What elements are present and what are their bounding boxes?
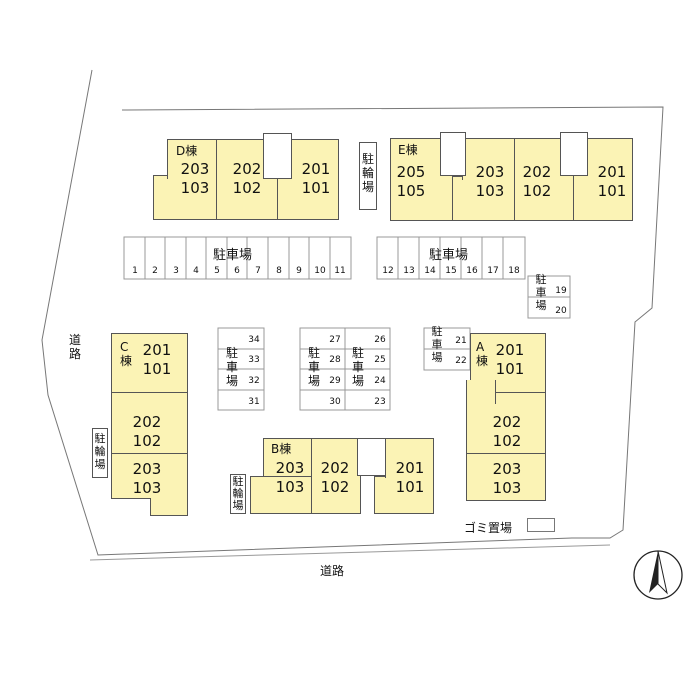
parking-space-number: 27 [329,335,341,345]
parking-space-number: 12 [382,266,394,276]
stair [560,132,588,176]
parking-space-number: 29 [329,376,341,386]
parking-space-number: 15 [445,266,457,276]
building-b-unit[interactable] [250,476,312,514]
parking-space-number: 24 [374,376,386,386]
parking-space-number: 30 [329,397,341,407]
parking-space-number: 18 [508,266,520,276]
parking-space-number: 11 [334,266,346,276]
north-arrow-icon [649,551,658,593]
building-a-unit[interactable] [470,333,546,393]
garbage-area [527,518,555,532]
parking-space-number: 4 [193,266,199,276]
building-a-unit[interactable] [466,453,546,501]
parking-label: 駐車場 [213,248,253,263]
parking-space-number: 10 [314,266,326,276]
building-a-label: A 棟 [476,340,489,368]
bicycle-parking [230,474,246,514]
building-e-label: E棟 [398,143,418,157]
parking-label: 駐車場 [535,273,547,312]
parking-space-number: 19 [555,286,567,296]
stair [440,132,466,176]
building-b-unit[interactable] [311,438,361,514]
road-label-west: 道路 [68,333,81,361]
parking-space-number: 26 [374,335,386,345]
parking-space-number: 21 [455,336,467,346]
bicycle-parking-label: 駐輪場 [94,432,106,471]
parking-space-number: 14 [424,266,436,276]
road-edge [89,544,611,561]
parking-space-number: 34 [248,335,260,345]
parking-space-number: 8 [276,266,282,276]
parking-label: 駐車場 [431,325,443,364]
parking-space-number: 16 [466,266,478,276]
road-label-south: 道路 [320,564,345,578]
parking-label: 駐車場 [429,248,469,263]
bicycle-parking-label: 駐輪場 [232,475,244,512]
site-boundary [41,69,664,556]
parking-space-number: 7 [255,266,261,276]
parking-space-number: 23 [374,397,386,407]
parking-label: 駐車場 [225,346,238,388]
parking-space-number: 13 [403,266,415,276]
parking-space-number: 2 [152,266,158,276]
parking-space-number: 6 [234,266,240,276]
parking-space-number: 1 [132,266,138,276]
bicycle-parking-label: 駐輪場 [361,152,374,194]
parking-space-number: 28 [329,355,341,365]
parking-space-number: 22 [455,356,467,366]
building-c-label: C 棟 [120,340,133,368]
parking-space-number: 25 [374,355,386,365]
building-e-unit[interactable] [452,176,515,221]
stair [263,133,292,179]
parking-space-number: 5 [214,266,220,276]
building-d-label: D棟 [176,144,198,158]
building-d-unit[interactable] [277,176,339,220]
bicycle-parking [92,428,108,478]
building-b-label: B棟 [271,442,292,456]
parking-label: 駐車場 [307,346,320,388]
parking-space-number: 32 [248,376,260,386]
bicycle-parking [359,142,377,210]
parking-space-number: 3 [173,266,179,276]
parking-space-number: 20 [555,306,567,316]
parking-space-number: 9 [296,266,302,276]
parking-space-number: 33 [248,355,260,365]
building-c-unit[interactable] [111,392,188,454]
building-c-unit[interactable] [111,333,188,393]
parking-space-number: 17 [487,266,499,276]
parking-label: 駐車場 [351,346,364,388]
building-d-unit[interactable] [153,175,217,220]
parking-space-number: 31 [248,397,260,407]
garbage-label: ゴミ置場 [464,521,513,535]
building-c-unit[interactable] [111,453,188,499]
